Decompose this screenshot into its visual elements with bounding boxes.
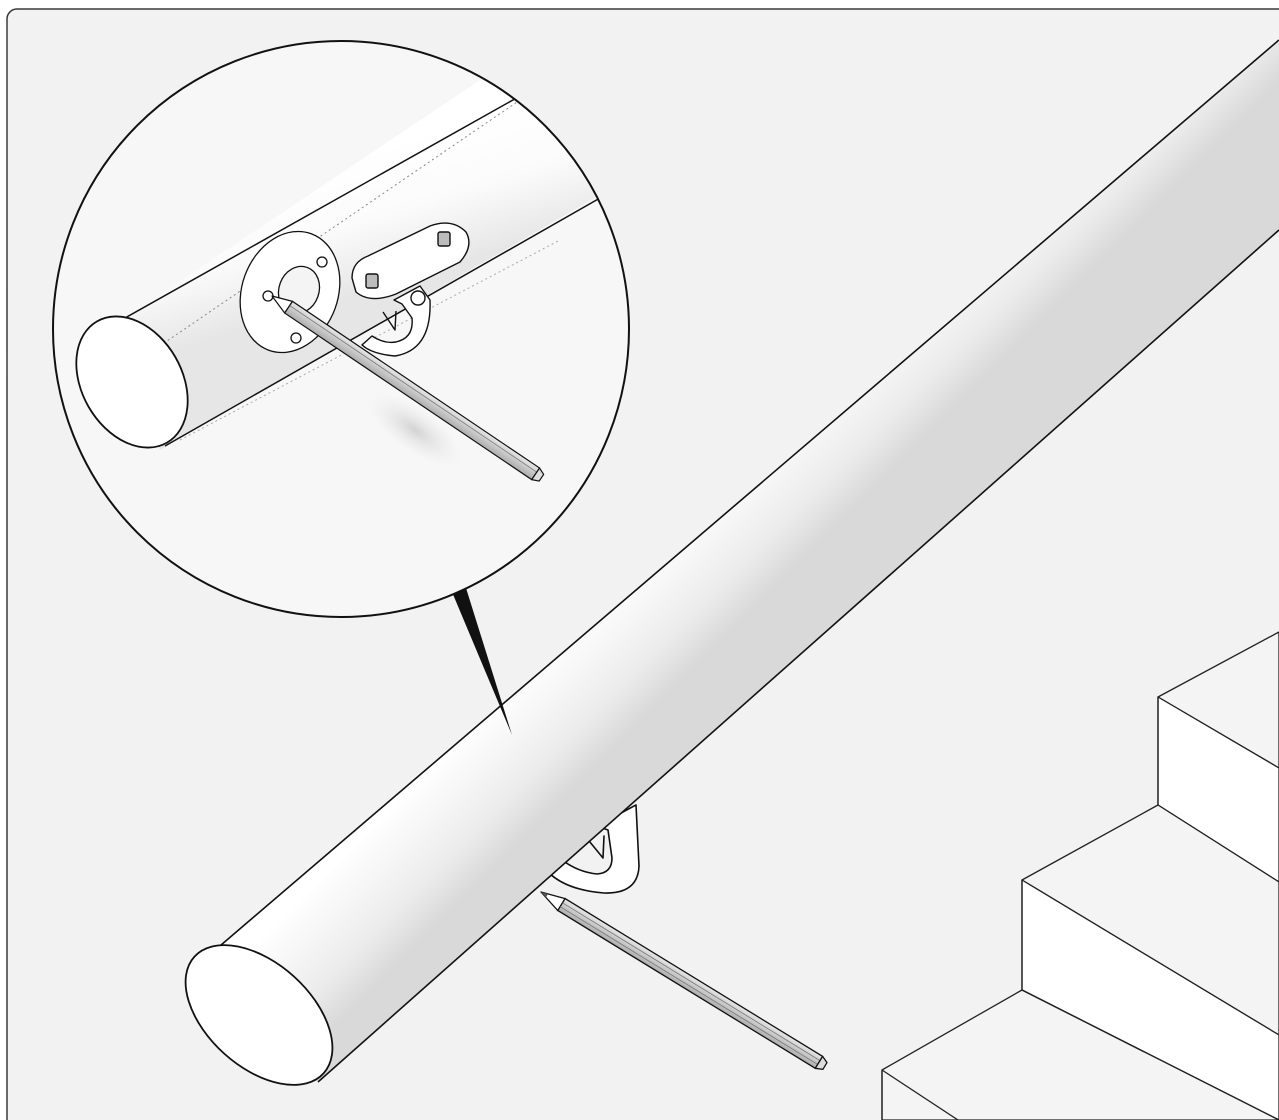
stair-edge bbox=[1021, 989, 1279, 1120]
magnifier-callout bbox=[52, 40, 630, 618]
zoom-pencil bbox=[271, 295, 545, 482]
pencil bbox=[540, 891, 828, 1071]
zoom-wall-bracket bbox=[351, 222, 470, 357]
rosette-screw-hole-3 bbox=[290, 332, 302, 344]
zoom-rail-top-edge bbox=[124, 95, 521, 319]
zoom-bracket-screw-1 bbox=[365, 273, 379, 289]
handrail-body bbox=[200, 40, 1279, 1082]
zoom-bracket-screw-2 bbox=[437, 231, 451, 247]
pencil-facet-2 bbox=[559, 906, 818, 1065]
zoom-rail-dotted-line-2 bbox=[179, 239, 561, 441]
stairs bbox=[881, 631, 1279, 1120]
handrail bbox=[184, 39, 1279, 1086]
zoom-bracket-hole bbox=[410, 290, 426, 306]
zoom-bracket-inner bbox=[382, 310, 397, 331]
handrail-end-cap bbox=[184, 944, 334, 1086]
zoom-rail-bottom-edge bbox=[164, 197, 601, 447]
zoom-rail-end-cap bbox=[75, 315, 189, 449]
pointer-arrow bbox=[452, 588, 512, 735]
handrail-top-edge bbox=[199, 39, 1279, 964]
pencil-shadow bbox=[368, 393, 462, 467]
callout-border bbox=[52, 40, 630, 618]
stair-edge-lower bbox=[881, 1069, 959, 1120]
pencil-lead bbox=[541, 892, 549, 898]
pencil-facet bbox=[562, 902, 821, 1061]
stair-tread-2 bbox=[1021, 804, 1279, 1036]
pencil-end bbox=[814, 1055, 828, 1071]
zoom-pencil-facet bbox=[289, 305, 537, 473]
bracket-inner-edge bbox=[584, 835, 605, 859]
zoom-pencil-end bbox=[531, 467, 545, 482]
rosette-screw-hole-1 bbox=[316, 256, 328, 268]
handrail-bottom-edge bbox=[317, 229, 1279, 1083]
